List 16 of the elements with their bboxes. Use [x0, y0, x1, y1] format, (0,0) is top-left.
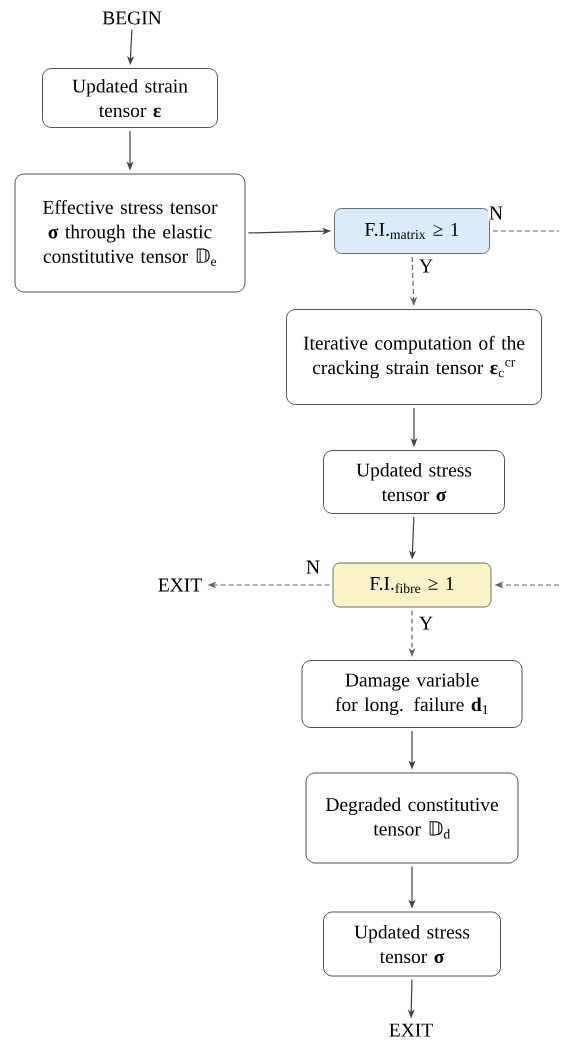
process-box: Degraded constitutive tensor 𝔻$_{d}$ [305, 772, 519, 864]
process-box: Damage variable for long. failure d$_{1}$ [301, 660, 523, 728]
process-box: Iterative computation of the cracking strain tensor ε$_{c}$cr [286, 309, 542, 405]
process-box: Updated strain tensor ε [42, 68, 218, 128]
edge-label: Y [417, 615, 435, 631]
edge-label: Y [417, 258, 435, 274]
terminal-label: EXIT [158, 578, 202, 592]
process-box: Updated stress tensor σ [323, 911, 501, 977]
edge-label: N [487, 205, 505, 221]
edge-label: N [304, 559, 322, 575]
decision-box: F.I.$_{matrix}$ ≥ 1 [334, 208, 490, 254]
terminal-label: EXIT [389, 1023, 433, 1037]
process-box: Effective stress tensor σ through the elastic constitutive tensor 𝔻$_{e}$ [14, 173, 246, 293]
terminal-label: BEGIN [102, 11, 162, 25]
process-box: Updated stress tensor σ [323, 450, 505, 514]
decision-box: F.I.$_{fibre}$ ≥ 1 [332, 562, 492, 608]
